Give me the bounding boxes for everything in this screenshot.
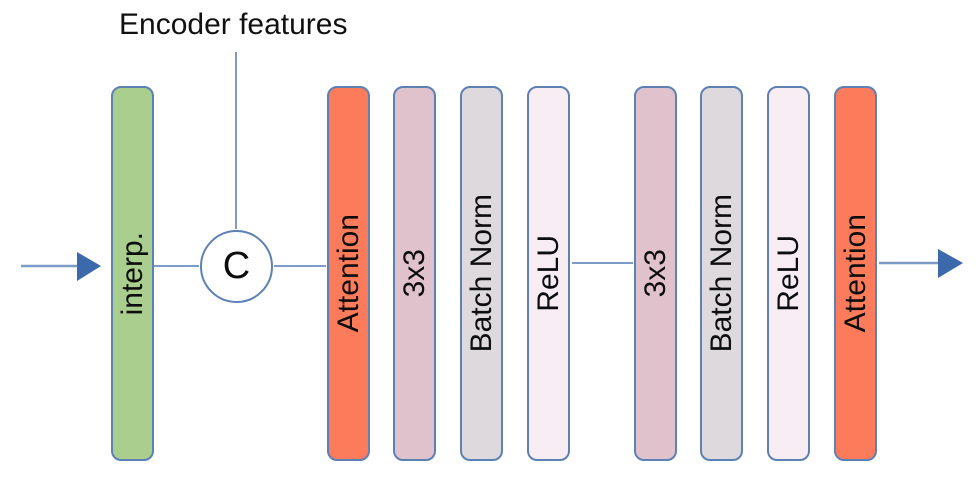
concat-node: C: [200, 230, 273, 303]
node-relu-1: ReLU: [527, 86, 570, 461]
node-attention-1: Attention: [327, 86, 370, 461]
output-arrow-head-icon: [938, 249, 963, 278]
node-relu-2-label: ReLU: [771, 235, 805, 312]
node-conv3x3-1: 3x3: [393, 86, 436, 461]
node-interp: interp.: [111, 86, 154, 461]
node-batchnorm-2-label: Batch Norm: [704, 194, 738, 353]
node-batchnorm-2: Batch Norm: [700, 86, 743, 461]
node-relu-1-label: ReLU: [531, 235, 565, 312]
input-arrow-head-icon: [77, 252, 101, 281]
node-interp-label: interp.: [115, 231, 149, 316]
node-conv3x3-2: 3x3: [634, 86, 677, 461]
node-batchnorm-1-label: Batch Norm: [464, 194, 498, 353]
node-attention-1-label: Attention: [331, 214, 365, 333]
node-relu-2: ReLU: [767, 86, 810, 461]
node-conv3x3-2-label: 3x3: [638, 249, 672, 298]
encoder-features-label: Encoder features: [119, 8, 348, 41]
node-attention-2: Attention: [834, 86, 877, 461]
node-batchnorm-1: Batch Norm: [460, 86, 503, 461]
concat-node-label: C: [222, 245, 251, 287]
node-attention-2-label: Attention: [838, 214, 872, 333]
node-conv3x3-1-label: 3x3: [397, 249, 431, 298]
